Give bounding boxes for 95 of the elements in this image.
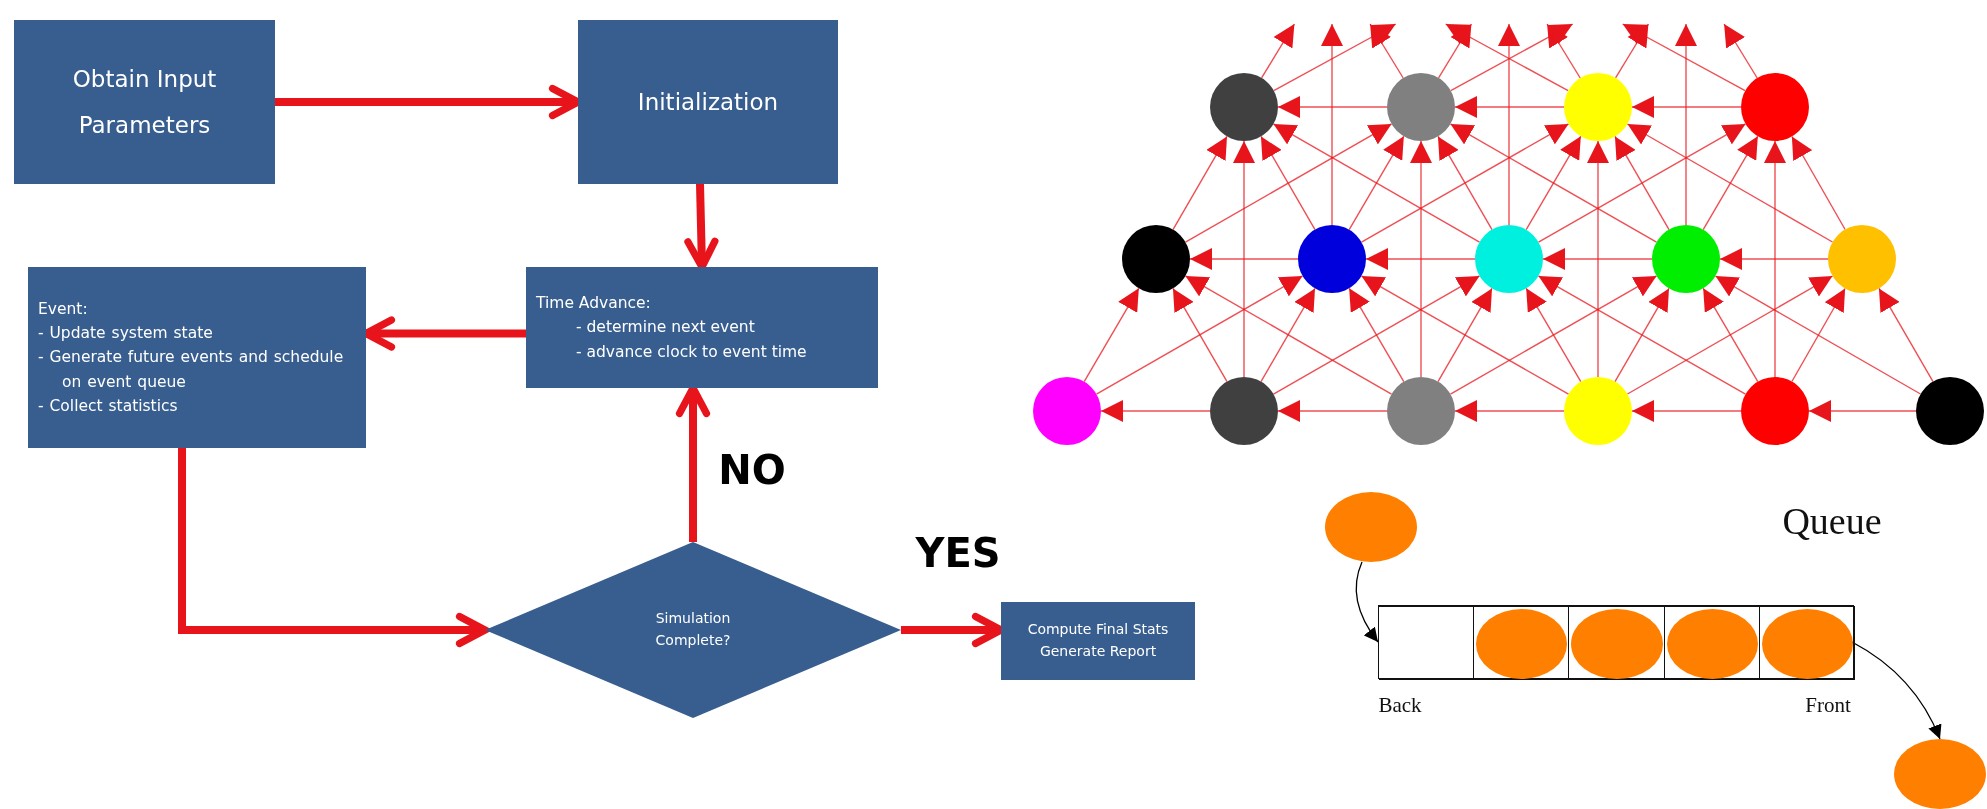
arrow: [1348, 135, 1405, 231]
arrow: [1184, 275, 1393, 395]
list-item: - determine next event: [575, 317, 756, 339]
arrow: [1614, 23, 1650, 79]
arrow: [1437, 135, 1493, 231]
arrow: [1437, 287, 1493, 383]
arrow: [1537, 275, 1747, 395]
graph-node: [1564, 73, 1632, 141]
arrow: [1272, 275, 1481, 395]
list-item: - advance clock to event time: [575, 341, 808, 363]
arrow: [1878, 287, 1934, 383]
process-box: [14, 20, 275, 184]
arrow: [1764, 140, 1786, 378]
arrow: [1172, 287, 1228, 383]
arrow: [1277, 96, 1388, 118]
arrow: [1454, 400, 1565, 422]
graph-node: [1475, 225, 1543, 293]
arrow: [1546, 23, 1581, 79]
arrow: [1410, 140, 1432, 378]
slot-label: Front: [1805, 692, 1851, 718]
arrow: [1614, 287, 1670, 383]
list-item: - Generate future events and schedule on event queue: [38, 347, 345, 393]
slot-label: Back: [1378, 692, 1422, 718]
box-heading: Time Advance:: [536, 293, 652, 315]
arrow: [178, 448, 489, 648]
queue-bar: [1378, 605, 1854, 679]
queue-title: Queue: [1782, 499, 1882, 543]
graph-node: [1210, 73, 1278, 141]
graph-node: [1564, 377, 1632, 445]
node-label: Obtain Input Parameters: [71, 65, 218, 140]
arrow: [1622, 23, 1746, 92]
arrow: [1321, 23, 1343, 226]
curved-arrow: [1355, 561, 1379, 643]
arrow: [1449, 275, 1658, 395]
arrow: [1360, 123, 1570, 243]
arrow: [1100, 400, 1211, 422]
graph-node: [1298, 225, 1366, 293]
arrow: [1626, 275, 1834, 395]
arrow: [1702, 135, 1759, 231]
arrow: [1449, 123, 1658, 243]
process-box: [526, 267, 878, 388]
arrow: [1348, 287, 1405, 383]
arrow: [1614, 135, 1670, 231]
box-heading: Event:: [38, 299, 89, 321]
arrow: [1369, 23, 1404, 79]
arrow: [1525, 135, 1582, 231]
queue-slot: [1379, 606, 1475, 680]
node-label: Compute Final Stats: [1027, 620, 1169, 640]
arrow: [1095, 275, 1304, 395]
arrow: [1184, 123, 1393, 243]
arrow: [1437, 23, 1473, 79]
arrow: [1537, 123, 1747, 243]
arrow: [1631, 400, 1742, 422]
arrow: [1714, 275, 1922, 395]
arrow: [1083, 287, 1140, 383]
arrow: [1702, 287, 1759, 383]
arrow: [1631, 96, 1742, 118]
arrow: [1626, 123, 1834, 243]
arrow: [1260, 135, 1316, 231]
node-label: Simulation Complete?: [654, 609, 732, 650]
arrow: [1365, 248, 1476, 270]
arrow: [1525, 287, 1582, 383]
arrow: [1723, 23, 1758, 79]
arrow: [1808, 400, 1917, 422]
list-item: - Update system state: [38, 323, 214, 345]
arrow: [1260, 23, 1296, 79]
arrow: [1719, 248, 1829, 270]
arrow: [1542, 248, 1653, 270]
arrow: [1272, 123, 1481, 243]
arrow: [1277, 400, 1388, 422]
node-label: Initialization: [637, 88, 779, 117]
arrow: [1791, 287, 1846, 383]
arrow: [1360, 275, 1570, 395]
process-box: [1001, 602, 1195, 680]
graph-node: [1122, 225, 1190, 293]
arrow: [1189, 248, 1299, 270]
arrow: [1675, 23, 1697, 226]
arrow: [1791, 135, 1846, 231]
graph-node: [1828, 225, 1896, 293]
process-box: [578, 20, 838, 184]
graph-node: [1387, 377, 1455, 445]
arrow: [1498, 23, 1520, 226]
graph-node: [1652, 225, 1720, 293]
graph-node: [1741, 73, 1809, 141]
arrow: [1454, 96, 1565, 118]
arrow: [1233, 140, 1255, 378]
decision-diamond: [485, 542, 901, 718]
process-box: [28, 267, 366, 448]
graph-node: [1387, 73, 1455, 141]
arrow: [1273, 23, 1397, 92]
arrow: [1587, 140, 1609, 378]
arrow: [1260, 287, 1316, 383]
node-label: Generate Report: [1039, 642, 1157, 661]
arrow: [1172, 135, 1228, 231]
list-item: - Collect statistics: [38, 395, 179, 417]
